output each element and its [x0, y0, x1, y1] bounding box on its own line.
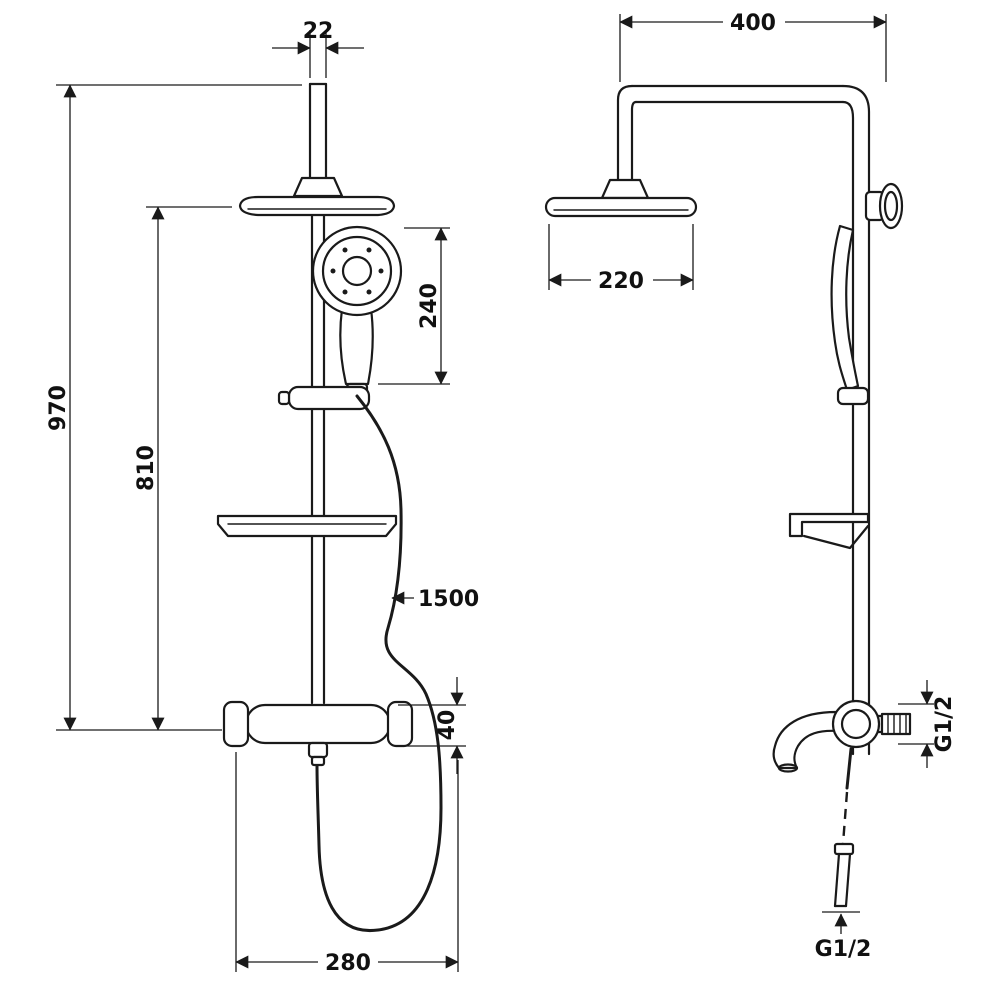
dim-arm-reach-label: 400: [730, 11, 776, 36]
dim-thread-side-label: G1/2: [932, 696, 957, 753]
dim-pipe-width: 22: [272, 19, 364, 78]
shelf: [216, 514, 398, 538]
hose-outlet: [307, 741, 329, 759]
dim-pipe-width-label: 22: [303, 19, 334, 44]
mixer-knob-left: [222, 700, 250, 748]
thread-stub: [880, 712, 912, 736]
dim-thread-bottom-label: G1/2: [815, 937, 872, 962]
dim-mixer-spacing-label: 280: [325, 951, 371, 976]
hand-shower-handle: [339, 307, 374, 386]
side-rain-head: [544, 196, 698, 218]
hand-shower: [311, 225, 403, 398]
dim-head-diameter-label: 220: [598, 269, 644, 294]
dim-overall-height-label: 970: [46, 385, 71, 431]
dim-mixer-spacing: 280: [235, 752, 459, 976]
dim-mixer-size: 40: [398, 677, 466, 774]
dim-overall-height: 970: [46, 84, 302, 731]
side-mixer: [772, 699, 912, 773]
shower-hose: [315, 394, 443, 933]
dim-arm-reach: 400: [619, 10, 887, 82]
rain-shower-head: [238, 195, 396, 217]
front-view: 22 970 810 240 1500: [46, 19, 479, 976]
side-holder: [836, 386, 870, 406]
dim-mixer-size-label: 40: [435, 710, 460, 741]
hand-shower-face: [311, 225, 403, 317]
side-view: 400 220 G1/2 G1/2: [544, 10, 957, 962]
mixer-knob-right: [386, 700, 414, 748]
head-mount: [292, 176, 344, 198]
dim-hose-length: 1500: [391, 587, 479, 612]
side-shelf: [788, 512, 870, 550]
dim-rail-height: 810: [134, 206, 232, 731]
side-head-mount: [600, 178, 650, 200]
wall-bracket: [864, 182, 904, 230]
dim-hand-shower-length: 240: [378, 227, 450, 385]
dim-hand-shower-length-label: 240: [417, 283, 442, 329]
mixer-valve: [222, 700, 414, 767]
side-mixer-knob: [831, 699, 881, 749]
dim-hose-length-label: 1500: [418, 587, 479, 612]
side-lower-hose: [833, 747, 855, 908]
dim-thread-bottom: G1/2: [815, 911, 872, 962]
dim-rail-height-label: 810: [134, 445, 159, 491]
dim-thread-side: G1/2: [898, 680, 957, 768]
side-hand-shower: [830, 224, 860, 392]
side-pipe: [616, 84, 871, 756]
tub-spout: [772, 710, 840, 770]
dim-head-diameter: 220: [548, 224, 694, 294]
hand-shower-holder: [277, 385, 371, 411]
